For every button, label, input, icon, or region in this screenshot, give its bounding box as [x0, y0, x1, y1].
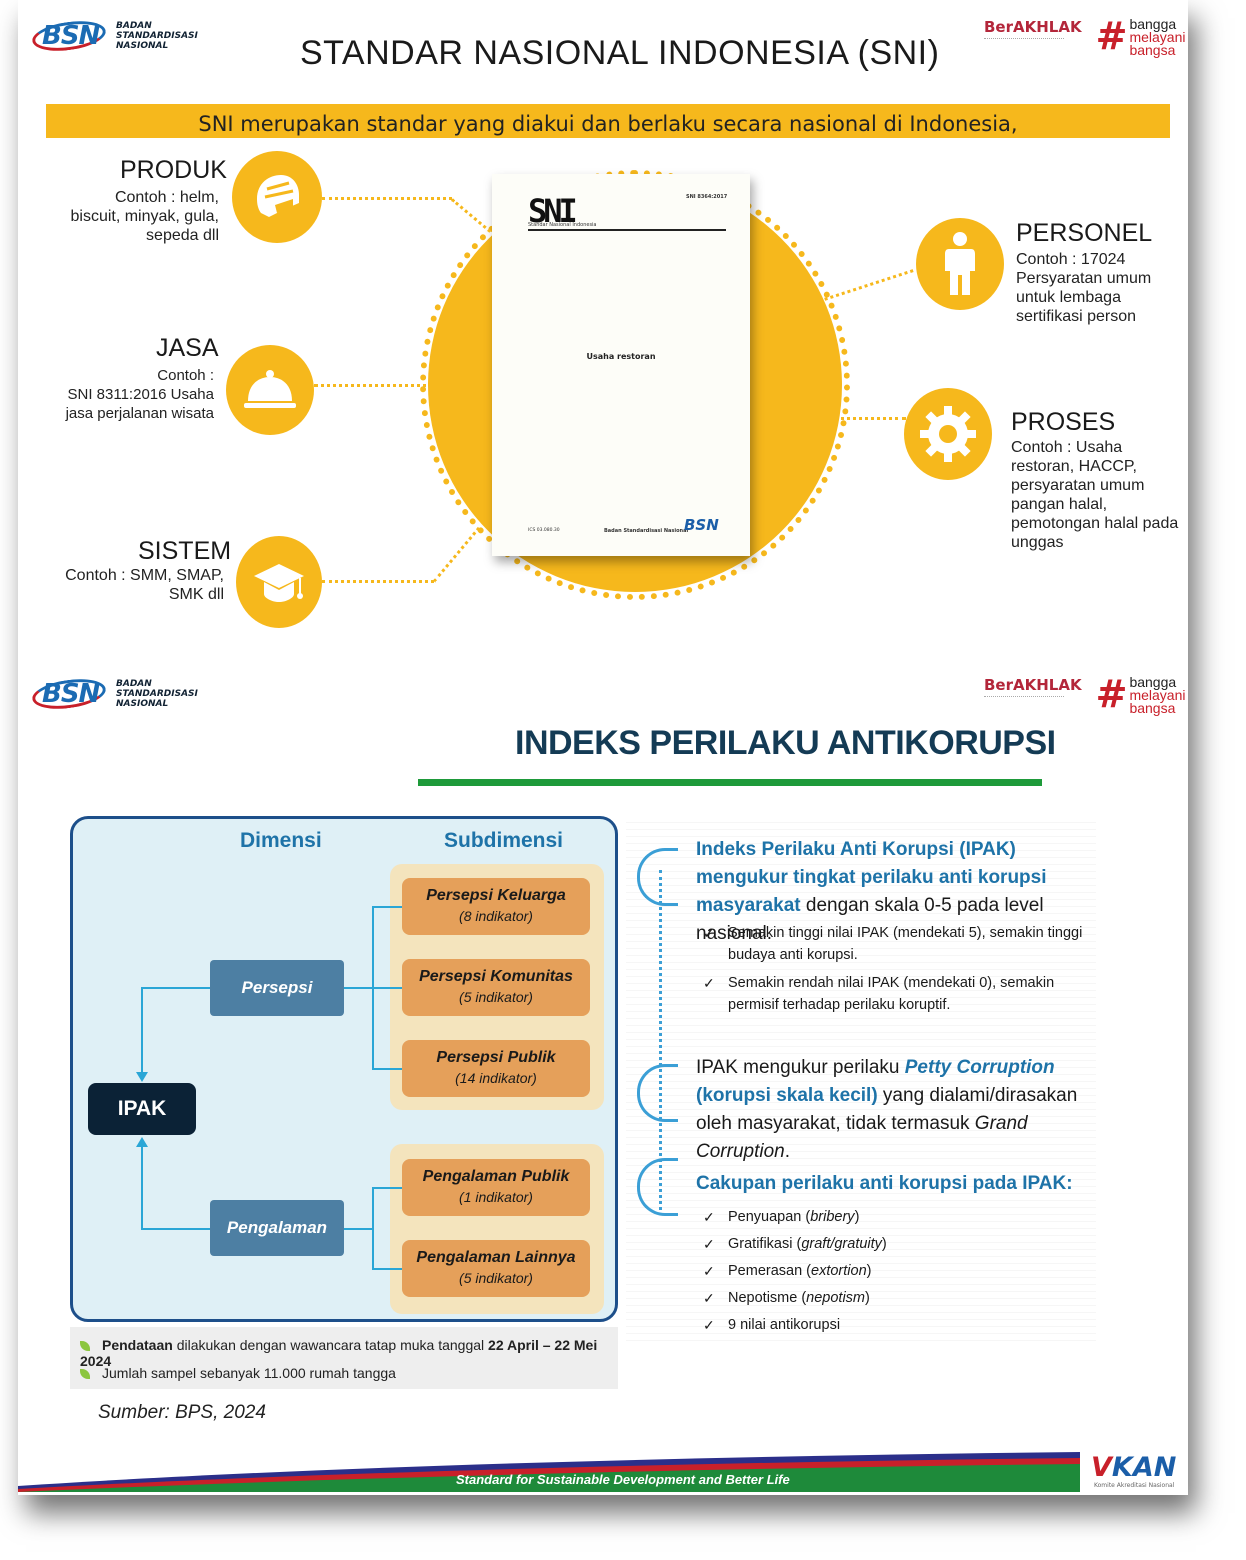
check-penyuapan: ✓Penyuapan (bribery) — [703, 1209, 860, 1225]
sni-document: SNI Standar Nasional Indonesia SNI 8364:… — [492, 174, 750, 556]
produk-desc: Contoh : helm,biscuit, minyak, gula,sepe… — [70, 189, 219, 244]
check-gratifikasi: ✓Gratifikasi (graft/gratuity) — [703, 1236, 887, 1252]
footer-band — [18, 1452, 1080, 1492]
sistem-desc: Contoh : SMM, SMAP,SMK dll — [65, 567, 224, 603]
sistem-circle — [236, 536, 322, 628]
dim-persepsi: Persepsi — [210, 960, 344, 1016]
sub-persepsi-komunitas: Persepsi Komunitas(5 indikator) — [402, 959, 590, 1016]
sistem-title: SISTEM — [138, 537, 232, 565]
note-sampel: Jumlah sampel sebanyak 11.000 rumah tang… — [80, 1365, 396, 1381]
ipak-definition: Indeks Perilaku Anti Korupsi (IPAK) meng… — [696, 839, 1047, 944]
sub-persepsi-keluarga: Persepsi Keluarga(8 indikator) — [402, 878, 590, 935]
source-note: Sumber: BPS, 2024 — [98, 1402, 266, 1423]
cakupan-title: Cakupan perilaku anti korupsi pada IPAK: — [696, 1173, 1073, 1194]
personel-title: PERSONEL — [1016, 219, 1153, 247]
ipak-petty: IPAK mengukur perilaku Petty Corruption … — [696, 1057, 1078, 1162]
check-pemerasan: ✓Pemerasan (extortion) — [703, 1263, 872, 1279]
bracket-1 — [637, 848, 678, 906]
sub-pengalaman-lainnya: Pengalaman Lainnya(5 indikator) — [402, 1240, 590, 1297]
bracket-2 — [637, 1064, 678, 1122]
jasa-title: JASA — [156, 334, 219, 362]
gear-icon — [920, 406, 976, 462]
proses-title: PROSES — [1011, 408, 1116, 436]
produk-circle — [232, 151, 322, 243]
graduation-cap-icon — [254, 564, 304, 602]
ipak-title: INDEKS PERILAKU ANTIKORUPSI — [515, 724, 1056, 762]
sni-title: STANDAR NASIONAL INDONESIA (SNI) — [300, 34, 940, 72]
dim-pengalaman: Pengalaman — [210, 1200, 344, 1256]
check-rendah: ✓Semakin rendah nilai IPAK (mendekati 0)… — [703, 975, 1055, 1013]
ipak-explanation — [626, 816, 1096, 1341]
footer-tagline: Standard for Sustainable Development and… — [456, 1472, 790, 1487]
subdimensi-header: Subdimensi — [444, 829, 564, 852]
dimensi-header: Dimensi — [240, 829, 322, 852]
sub-pengalaman-publik: Pengalaman Publik(1 indikator) — [402, 1159, 590, 1216]
sni-banner: SNI merupakan standar yang diakui dan be… — [46, 104, 1170, 138]
jasa-circle — [226, 345, 314, 435]
person-icon — [945, 232, 975, 295]
personel-circle — [916, 218, 1004, 310]
proses-circle — [904, 388, 992, 480]
title-rule — [418, 779, 1042, 786]
helmet-icon — [257, 175, 299, 217]
cloche-icon — [244, 370, 296, 408]
check-nepotisme: ✓Nepotisme (nepotism) — [703, 1290, 870, 1306]
bracket-3 — [637, 1158, 678, 1216]
produk-title: PRODUK — [120, 156, 227, 184]
note-pendataan: Pendataan dilakukan dengan wawancara tat… — [80, 1337, 598, 1369]
check-tinggi: ✓Semakin tinggi nilai IPAK (mendekati 5)… — [703, 925, 1083, 963]
kan-subtitle: Komite Akreditasi Nasional — [1094, 1482, 1175, 1489]
check-9-nilai: ✓9 nilai antikorupsi — [703, 1317, 841, 1333]
kan-logo: VKAN — [1091, 1452, 1177, 1483]
ipak-root: IPAK — [88, 1083, 196, 1135]
notes-box: Pendataan dilakukan dengan wawancara tat… — [70, 1327, 618, 1389]
sub-persepsi-publik: Persepsi Publik(14 indikator) — [402, 1040, 590, 1097]
